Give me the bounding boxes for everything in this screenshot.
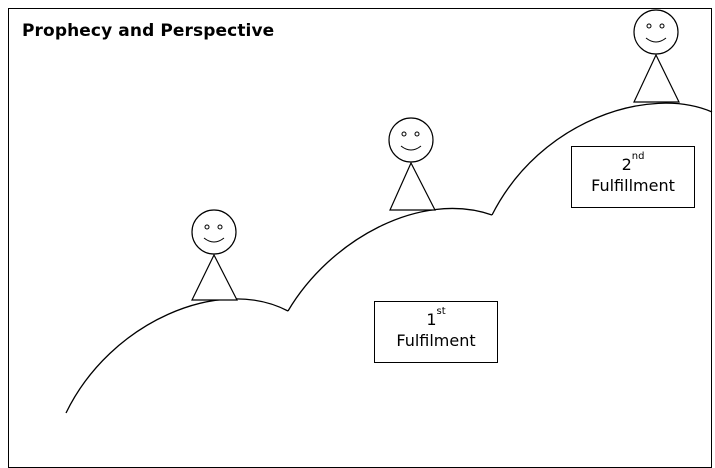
face-icon	[388, 117, 434, 163]
hill-2	[287, 207, 493, 312]
stick-figure-middle	[388, 117, 436, 211]
body-triangle	[191, 253, 238, 301]
body-triangle	[389, 161, 436, 211]
first-label: Fulfilment	[396, 331, 476, 350]
first-suffix: st	[436, 306, 446, 317]
face-icon	[633, 9, 679, 55]
first-fulfilment-box: 1st Fulfilment	[374, 301, 498, 363]
second-suffix: nd	[631, 151, 645, 162]
stick-figure-left	[191, 209, 238, 301]
first-number: 1	[426, 310, 437, 329]
stick-figure-right	[633, 9, 680, 103]
face-icon	[191, 209, 237, 255]
second-label: Fulfillment	[591, 176, 675, 195]
diagram-title: Prophecy and Perspective	[22, 21, 275, 41]
hill-3	[491, 102, 713, 216]
second-fulfillment-box: 2nd Fulfillment	[571, 146, 695, 208]
body-triangle	[633, 53, 680, 103]
second-number: 2	[621, 155, 632, 174]
hill-1	[65, 298, 289, 414]
